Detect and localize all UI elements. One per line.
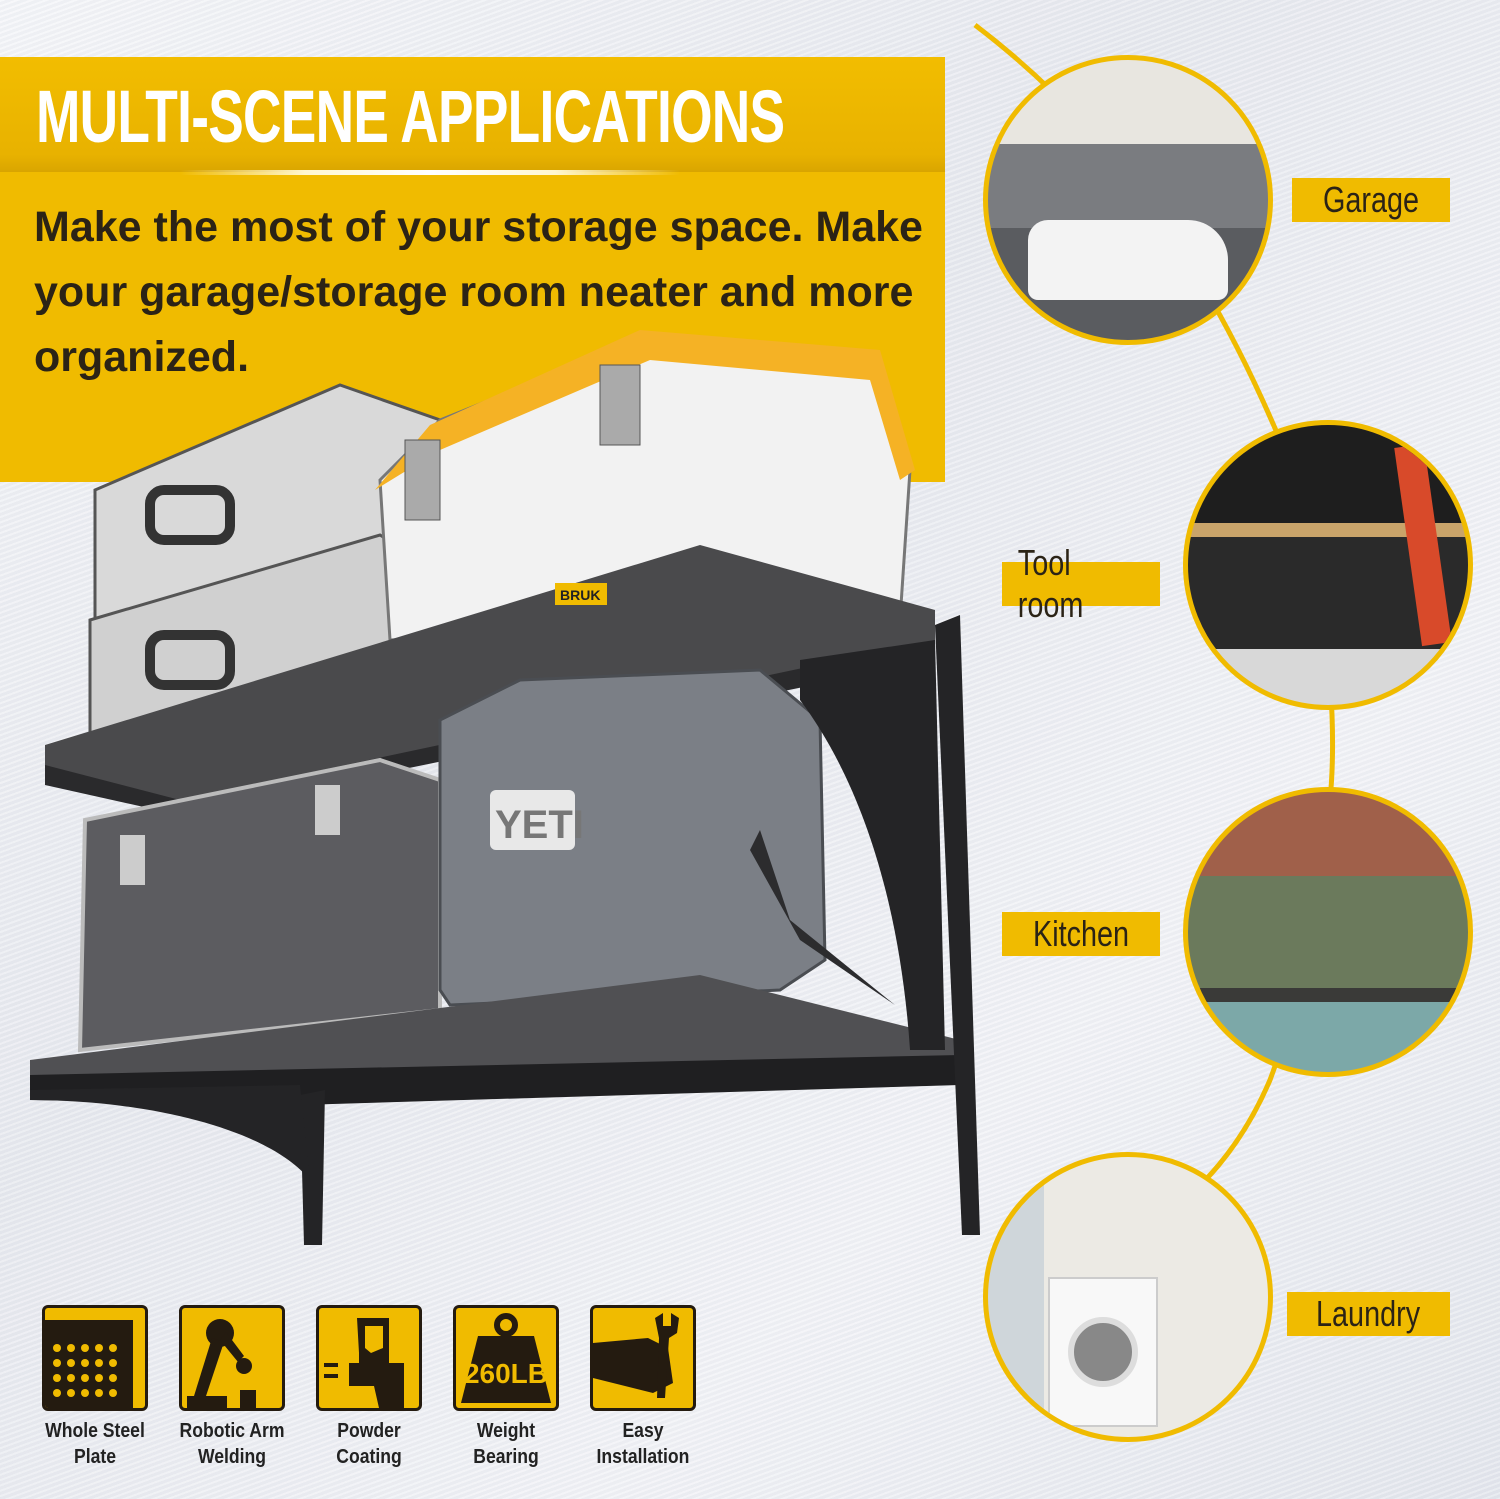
scene-label-tool-room: Tool room xyxy=(1002,542,1160,625)
scene-label-laundry: Laundry xyxy=(1287,1292,1450,1336)
scene-laundry-image xyxy=(983,1152,1273,1442)
cooler: YETI xyxy=(438,668,895,1007)
scene-label-text: Kitchen xyxy=(1032,913,1130,954)
scene-tool-room-image xyxy=(1183,420,1473,710)
scene-label-garage: Garage xyxy=(1292,178,1450,222)
weight-badge: 260LB xyxy=(464,1358,548,1389)
description: Make the most of your storage space. Mak… xyxy=(34,203,923,381)
robot-arm-icon xyxy=(179,1305,285,1411)
shelf-illustration: BRUK YETI xyxy=(30,330,980,1245)
storage-tote xyxy=(375,330,915,642)
weight-icon: 260LB xyxy=(453,1305,559,1411)
page-title: MULTI-SCENE APPLICATIONS xyxy=(36,75,785,158)
scene-kitchen-image xyxy=(1183,787,1473,1077)
upper-shelf: BRUK xyxy=(45,545,935,815)
wrench-hand-icon xyxy=(590,1305,696,1411)
title-band: MULTI-SCENE APPLICATIONS xyxy=(0,57,945,172)
scene-label-text: Tool room xyxy=(1017,542,1084,625)
scene-label-text: Garage xyxy=(1322,179,1420,220)
cooler-logo: YETI xyxy=(495,803,584,847)
wall-brackets xyxy=(30,615,980,1245)
divider xyxy=(180,170,680,175)
header-panel: MULTI-SCENE APPLICATIONS Make the most o… xyxy=(0,57,945,482)
spray-gun-icon xyxy=(316,1305,422,1411)
scene-label-text: Laundry xyxy=(1316,1293,1421,1334)
scene-label-kitchen: Kitchen xyxy=(1002,912,1160,956)
brand-label: BRUK xyxy=(560,587,600,603)
perforated-plate-icon xyxy=(42,1305,148,1411)
scene-garage-image xyxy=(983,55,1273,345)
